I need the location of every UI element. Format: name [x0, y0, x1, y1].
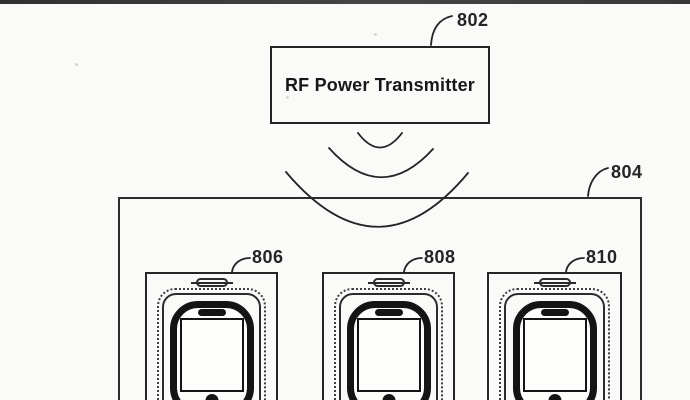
- phone-speaker-icon: [540, 309, 569, 316]
- blister-inner-outline: [339, 293, 438, 400]
- scan-speck: [286, 96, 289, 99]
- phone-package-3: [487, 272, 622, 400]
- scan-speck: [75, 63, 78, 66]
- blister-dotted-outline: [157, 288, 266, 400]
- phone-home-button-icon: [548, 394, 561, 400]
- phone-speaker-icon: [374, 309, 403, 316]
- phone-speaker-icon: [197, 309, 226, 316]
- hang-tab-icon: [533, 278, 576, 287]
- hang-tab-icon: [190, 278, 233, 287]
- ref-label-package-3: 810: [586, 247, 618, 267]
- ref-label-enclosure: 804: [611, 162, 643, 182]
- phone-icon: [512, 301, 597, 400]
- hang-tab-icon: [367, 278, 410, 287]
- hang-tab-slot: [367, 281, 410, 284]
- transmitter-label: RF Power Transmitter: [284, 74, 476, 95]
- scan-speck: [374, 33, 377, 36]
- phone-package-1: [145, 272, 278, 400]
- leader-line-804: [587, 167, 609, 197]
- ref-label-transmitter: 802: [457, 10, 489, 30]
- hang-tab-slot: [533, 281, 576, 284]
- phone-home-button-icon: [205, 394, 218, 400]
- phone-home-button-icon: [382, 394, 395, 400]
- scan-artifact-bar: [0, 0, 690, 4]
- leader-line-802: [430, 15, 453, 46]
- hang-tab-slot: [190, 281, 233, 284]
- phone-package-2: [322, 272, 455, 400]
- blister-inner-outline: [504, 293, 605, 400]
- rf-wave-arc-small: [357, 132, 403, 149]
- rf-wave-arc-medium: [328, 147, 434, 179]
- phone-screen: [522, 318, 587, 392]
- ref-label-package-1: 806: [252, 247, 284, 267]
- phone-icon: [346, 301, 431, 400]
- blister-inner-outline: [162, 293, 261, 400]
- ref-label-package-2: 808: [424, 247, 456, 267]
- transmitter-box: RF Power Transmitter: [270, 46, 490, 124]
- blister-dotted-outline: [499, 288, 610, 400]
- blister-dotted-outline: [334, 288, 443, 400]
- phone-screen: [179, 318, 244, 392]
- phone-icon: [169, 301, 254, 400]
- scan-speck: [589, 252, 592, 254]
- phone-screen: [356, 318, 421, 392]
